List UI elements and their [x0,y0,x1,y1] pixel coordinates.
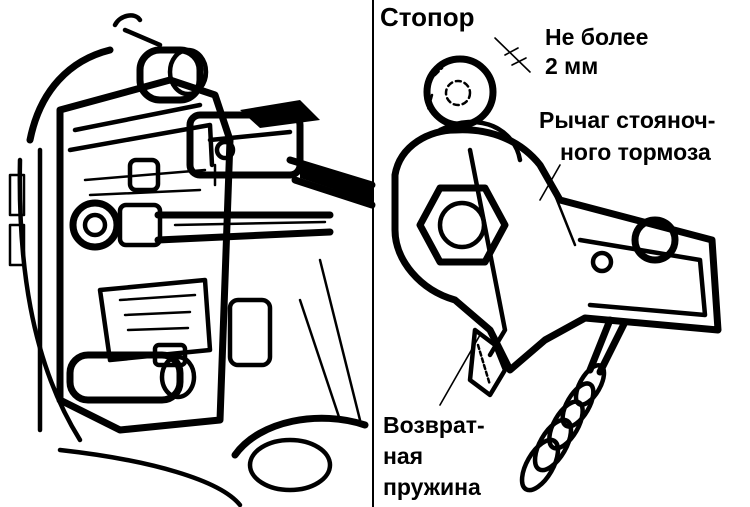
spring-leader-line [439,334,481,406]
spring-label-line-3: пружина [383,474,481,500]
lever-label-line-2: ного тормоза [560,139,711,165]
gap-label-line-2: 2 мм [545,53,598,79]
spring-label-line-1: Возврат- [383,412,485,438]
cable-boot-shape [519,363,607,493]
parking-brake-lever-shape [391,126,722,374]
return-spring-shape [467,327,508,398]
spring-label-line-2: ная [383,443,423,469]
gap-label-line-1: Не более [545,24,648,50]
lever-label-line-1: Рычаг стояноч- [539,107,715,133]
stopper-label: Стопор [380,2,475,32]
lever-leader-line [539,164,561,201]
caliper-assembly-illustration [8,13,376,507]
stopper-shape [423,55,497,129]
nut-shape [416,184,509,266]
lever-detail-illustration [391,37,722,493]
